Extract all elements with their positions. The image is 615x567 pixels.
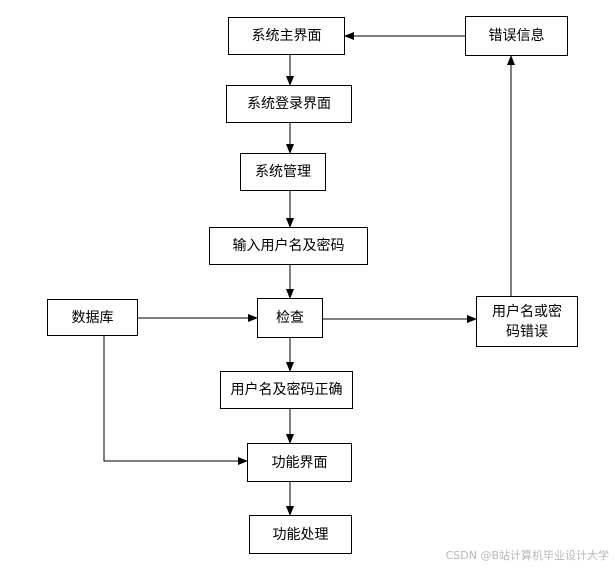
arrow-db-to-funcui	[103, 336, 248, 465]
node-credentials-correct: 用户名及密码正确	[220, 371, 353, 409]
node-check: 检查	[257, 298, 323, 338]
node-credentials-error: 用户名或密码错误	[476, 296, 578, 347]
watermark-text: CSDN @B站计算机毕业设计大学	[445, 549, 609, 562]
node-function-ui: 功能界面	[247, 443, 352, 482]
node-input-credentials: 输入用户名及密码	[209, 227, 368, 265]
node-database: 数据库	[47, 299, 138, 336]
node-main-ui: 系统主界面	[228, 17, 345, 55]
node-error-info: 错误信息	[465, 16, 568, 56]
node-system-management: 系统管理	[240, 153, 326, 191]
node-login-ui: 系统登录界面	[226, 85, 352, 123]
node-function-processing: 功能处理	[249, 515, 352, 554]
